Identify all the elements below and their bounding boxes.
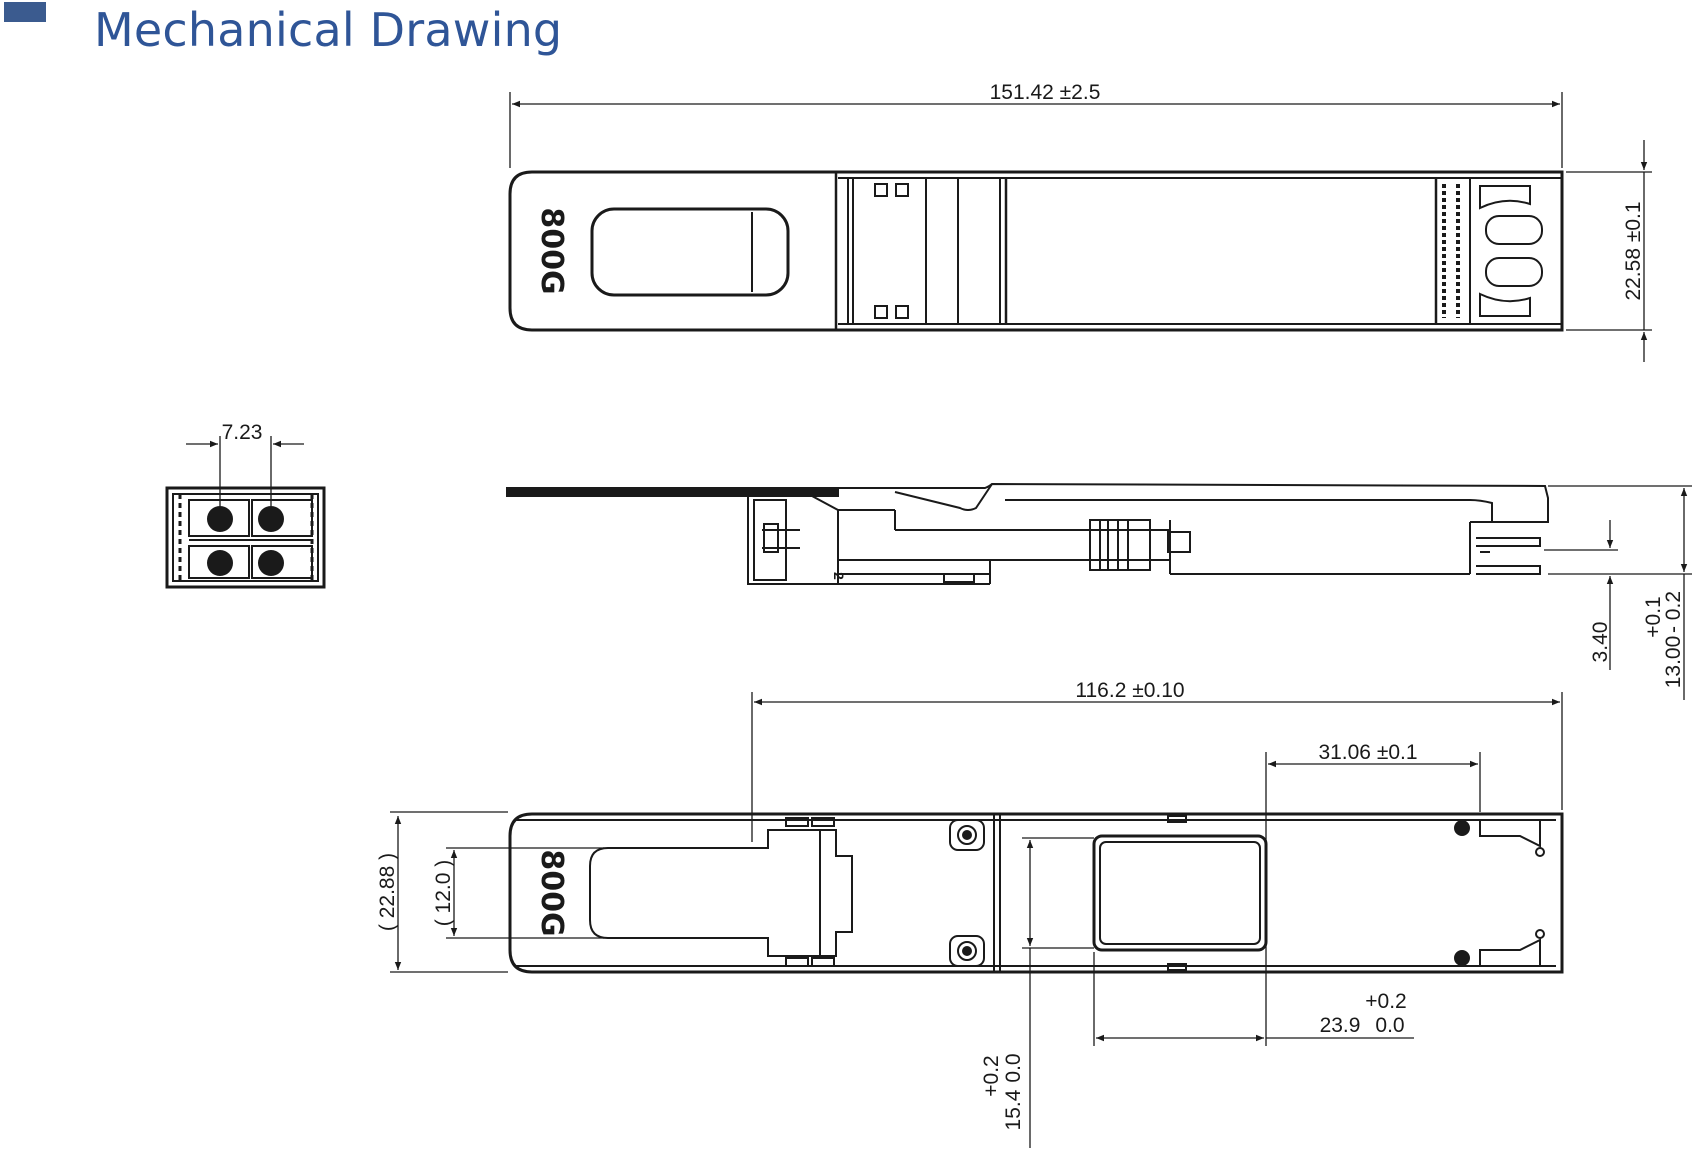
- dim-window-length-tol-minus: 0.0: [1375, 1014, 1404, 1037]
- dim-height-tol-plus: +0.1: [1642, 596, 1665, 637]
- side-view: [506, 482, 1549, 585]
- dim-overall-length-lines: [509, 92, 1563, 168]
- dim-body-length-lines: [751, 692, 1563, 842]
- dim-window-width-lines: [1022, 837, 1094, 1148]
- side-view-mark: 2: [831, 572, 847, 580]
- top-view: [508, 170, 1564, 332]
- dim-side-lines: [1544, 485, 1692, 700]
- dim-window-width: 15.4: [1002, 1089, 1025, 1130]
- dim-width-bottom: ( 22.88 ): [376, 853, 399, 931]
- bottom-view: [508, 812, 1564, 974]
- dim-pitch-height: 3.40: [1589, 622, 1612, 663]
- dim-pitch-lines: [186, 436, 304, 506]
- dim-height: 13.00: [1662, 636, 1685, 689]
- dim-window-offset-lines: [1265, 752, 1481, 1046]
- dim-window-length-lines: [1093, 952, 1414, 1046]
- dim-connector-pitch: 7.23: [222, 421, 263, 444]
- logo-text-top: 800G: [534, 207, 569, 294]
- dim-window-length-tol-plus: +0.2: [1365, 990, 1406, 1013]
- dim-window-width-tol-plus: +0.2: [980, 1055, 1003, 1096]
- dim-window-length: 23.9: [1320, 1014, 1361, 1037]
- front-view: [165, 486, 326, 589]
- dim-width-top-lines: [1566, 140, 1652, 362]
- dim-left-lines: [390, 811, 604, 973]
- dim-window-width-tol-minus: 0.0: [1002, 1053, 1025, 1082]
- logo-text-bottom: 800G: [534, 849, 569, 936]
- dim-overall-length: 151.42 ±2.5: [990, 81, 1101, 104]
- page-title: Mechanical Drawing: [94, 3, 563, 57]
- dim-width-top: 22.58 ±0.1: [1622, 201, 1645, 300]
- dim-handle-width: ( 12.0 ): [432, 860, 455, 927]
- dim-window-offset: 31.06 ±0.1: [1318, 741, 1417, 764]
- header-mark: [4, 2, 46, 22]
- dim-height-tol-minus: - 0.2: [1662, 591, 1685, 633]
- dim-body-length: 116.2 ±0.10: [1075, 679, 1184, 702]
